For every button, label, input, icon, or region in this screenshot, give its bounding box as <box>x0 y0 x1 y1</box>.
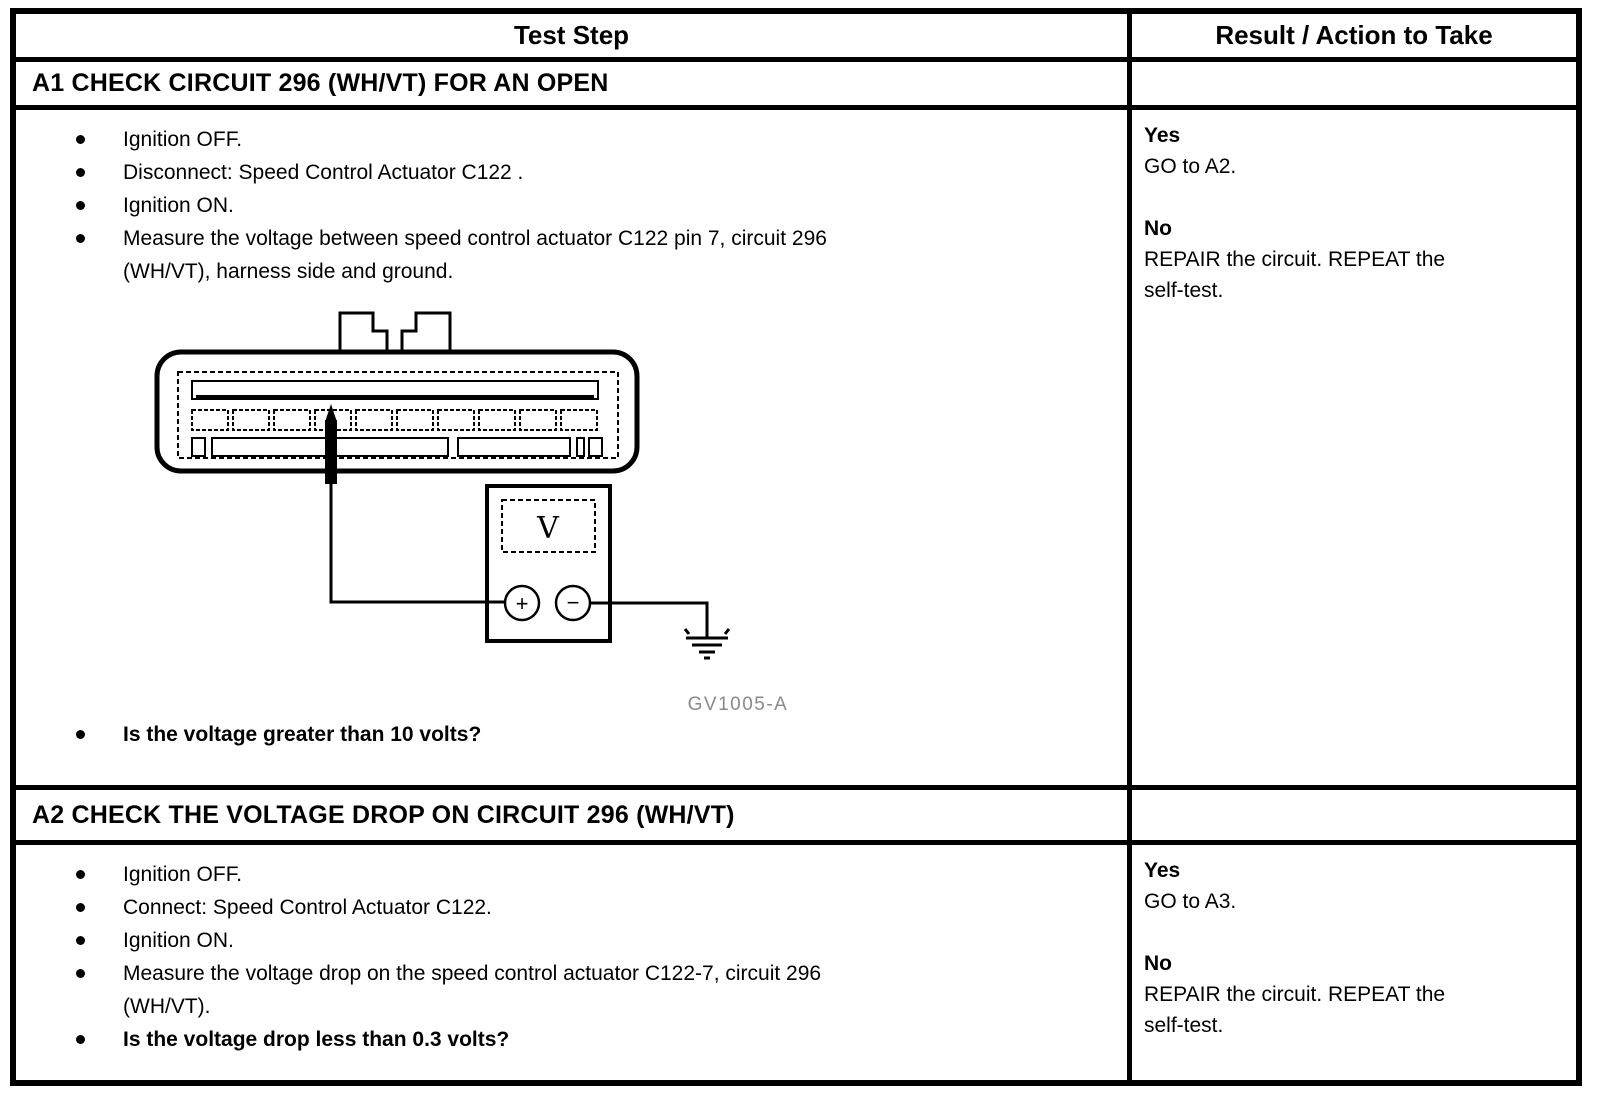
result-no-block: No REPAIR the circuit. REPEAT the self-t… <box>1144 948 1564 1041</box>
yes-label: Yes <box>1144 124 1181 147</box>
no-label: No <box>1144 217 1172 240</box>
figure-id-label: GV1005-A <box>688 694 789 715</box>
bullet-text: Ignition ON. <box>123 929 234 952</box>
question-text: Is the voltage greater than 10 volts? <box>123 723 482 746</box>
negative-terminal-label: − <box>567 590 580 615</box>
list-item: Measure the voltage drop on the speed co… <box>16 957 1127 1023</box>
connector-bottom-slots <box>191 437 603 457</box>
step-a2-content-row: Ignition OFF. Connect: Speed Control Act… <box>16 840 1576 1080</box>
question-item: Is the voltage drop less than 0.3 volts? <box>16 1023 1127 1056</box>
step-a2-result-cell: Yes GO to A3. No REPAIR the circuit. REP… <box>1127 845 1576 1080</box>
step-a2-title-row: A2 CHECK THE VOLTAGE DROP ON CIRCUIT 296… <box>16 785 1576 840</box>
test-probe-icon <box>325 404 337 484</box>
pinpoint-test-table: Test Step Result / Action to Take A1 CHE… <box>10 8 1582 1086</box>
no-action: REPAIR the circuit. REPEAT the self-test… <box>1144 248 1446 302</box>
positive-terminal-label: + <box>516 591 529 616</box>
bullet-icon <box>76 1035 85 1044</box>
result-yes-block: Yes GO to A2. <box>1144 120 1564 182</box>
bullet-text: Disconnect: Speed Control Actuator C122 … <box>123 161 524 184</box>
no-action: REPAIR the circuit. REPEAT the self-test… <box>1144 983 1446 1037</box>
ground-lead-wire <box>590 601 709 638</box>
step-a2-title-result-cell <box>1127 790 1576 840</box>
voltmeter-body <box>485 484 612 643</box>
positive-lead-wire <box>329 484 505 604</box>
list-item: Ignition OFF. <box>16 858 1127 891</box>
step-a1-title-row: A1 CHECK CIRCUIT 296 (WH/VT) FOR AN OPEN <box>16 57 1576 105</box>
test-connection-figure: V + − <box>140 298 800 718</box>
bullet-icon <box>76 730 85 739</box>
table-header-row: Test Step Result / Action to Take <box>16 14 1576 57</box>
bullet-icon <box>76 234 85 243</box>
step-a1-content-row: Ignition OFF. Disconnect: Speed Control … <box>16 105 1576 785</box>
yes-label: Yes <box>1144 859 1181 882</box>
list-item: Measure the voltage between speed contro… <box>16 222 1127 288</box>
step-a1-test-step-cell: Ignition OFF. Disconnect: Speed Control … <box>16 110 1127 785</box>
step-a2-title: A2 CHECK THE VOLTAGE DROP ON CIRCUIT 296… <box>32 800 735 829</box>
connector-body <box>154 349 640 474</box>
connector-tab-right <box>400 311 452 354</box>
bullet-icon <box>76 969 85 978</box>
positive-terminal-icon <box>503 584 541 622</box>
yes-action: GO to A2. <box>1144 155 1237 178</box>
voltmeter-display <box>501 499 596 553</box>
column-header-result-action: Result / Action to Take <box>1127 14 1576 57</box>
bullet-icon <box>76 168 85 177</box>
result-no-block: No REPAIR the circuit. REPEAT the self-t… <box>1144 213 1564 306</box>
step-a1-result-cell: Yes GO to A2. No REPAIR the circuit. REP… <box>1127 110 1576 785</box>
list-item: Ignition ON. <box>16 924 1127 957</box>
bullet-icon <box>76 135 85 144</box>
bullet-icon <box>76 903 85 912</box>
step-a2-test-step-cell: Ignition OFF. Connect: Speed Control Act… <box>16 845 1127 1080</box>
yes-action: GO to A3. <box>1144 890 1237 913</box>
connector-tab-left <box>338 311 389 354</box>
bullet-text: Measure the voltage between speed contro… <box>123 227 827 283</box>
list-item: Ignition OFF. <box>16 123 1127 156</box>
connector-pin-cavities <box>191 409 598 431</box>
no-label: No <box>1144 952 1172 975</box>
bullet-text: Ignition ON. <box>123 194 234 217</box>
list-item: Disconnect: Speed Control Actuator C122 … <box>16 156 1127 189</box>
bullet-text: Ignition OFF. <box>123 863 243 886</box>
list-item: Ignition ON. <box>16 189 1127 222</box>
connector-inner-outline <box>177 371 619 459</box>
ground-icon <box>683 628 731 660</box>
step-a1-title: A1 CHECK CIRCUIT 296 (WH/VT) FOR AN OPEN <box>32 69 609 97</box>
list-item: Connect: Speed Control Actuator C122. <box>16 891 1127 924</box>
bullet-text: Connect: Speed Control Actuator C122. <box>123 896 492 919</box>
result-yes-block: Yes GO to A3. <box>1144 855 1564 917</box>
bullet-icon <box>76 201 85 210</box>
bullet-text: Ignition OFF. <box>123 128 243 151</box>
question-item: Is the voltage greater than 10 volts? <box>16 718 1127 751</box>
column-header-test-step: Test Step <box>513 20 630 50</box>
step-a1-title-result-cell <box>1127 62 1576 105</box>
connector-voltmeter-diagram: V + − <box>154 311 789 715</box>
bullet-icon <box>76 936 85 945</box>
bullet-icon <box>76 870 85 879</box>
bullet-text: Measure the voltage drop on the speed co… <box>123 962 822 1018</box>
question-text: Is the voltage drop less than 0.3 volts? <box>123 1028 510 1051</box>
voltmeter-v-symbol: V <box>536 511 560 546</box>
